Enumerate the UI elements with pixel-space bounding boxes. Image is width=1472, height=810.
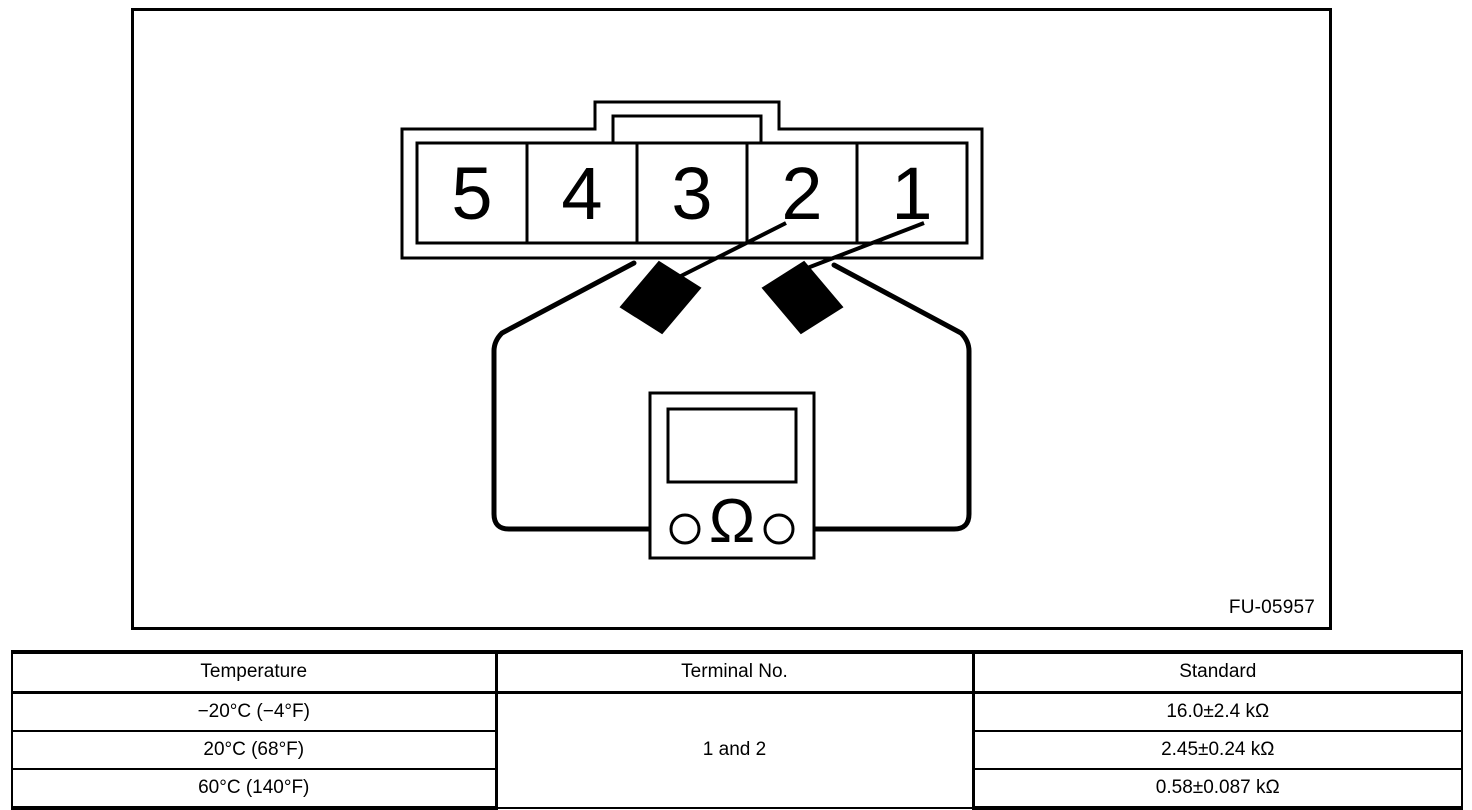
header-temperature: Temperature [11,650,497,694]
cell-standard: 0.58±0.087 kΩ [972,768,1463,810]
probe-body-left [619,260,702,335]
terminal-number-5: 5 [451,152,492,235]
header-standard: Standard [971,650,1463,694]
table-header-row: Temperature Terminal No. Standard [11,650,1463,694]
test-lead-left-wire [491,260,653,532]
test-lead-left [491,221,787,532]
cell-standard: 16.0±2.4 kΩ [972,691,1463,732]
cell-terminal-no: 1 and 2 [494,691,975,809]
table-row: 60°C (140°F) 0.58±0.087 kΩ [11,768,1463,810]
cell-standard: 2.45±0.24 kΩ [972,730,1463,770]
ohm-symbol: Ω [709,487,755,556]
meter-terminal-left [669,513,701,545]
terminal-number-2: 2 [781,152,822,235]
test-lead-right [761,221,972,532]
connector-lock-tab [611,114,763,145]
terminal-number-3: 3 [671,152,712,235]
meter-display [666,407,798,484]
test-lead-right-wire [811,262,972,532]
probe-tip-left [678,221,787,279]
terminal-number-4: 4 [561,152,602,235]
connector-outer-shell [400,100,984,260]
terminal-number-1: 1 [891,152,932,235]
probe-tip-right [783,221,925,279]
terminal-block-frame [415,141,969,245]
header-terminal-no: Terminal No. [494,650,974,694]
figure-code: FU-05957 [1228,597,1315,618]
specification-table: Temperature Terminal No. Standard −20°C … [11,650,1463,810]
connector-housing [400,100,984,260]
meter-terminal-right [763,513,795,545]
cell-temperature: 60°C (140°F) [11,768,497,810]
probe-body-right [761,260,844,335]
cell-temperature: 20°C (68°F) [11,730,497,770]
terminal-number-group: 5 4 3 2 1 [451,152,932,235]
table-row: −20°C (−4°F) 1 and 2 16.0±2.4 kΩ [11,691,1463,809]
ohmmeter: Ω [648,391,816,560]
cell-temperature: −20°C (−4°F) [11,691,497,732]
figure-panel: 5 4 3 2 1 Ω F [131,8,1332,630]
table-row: 20°C (68°F) 2.45±0.24 kΩ [11,730,1463,770]
connector-resistance-diagram: 5 4 3 2 1 Ω [400,100,984,560]
